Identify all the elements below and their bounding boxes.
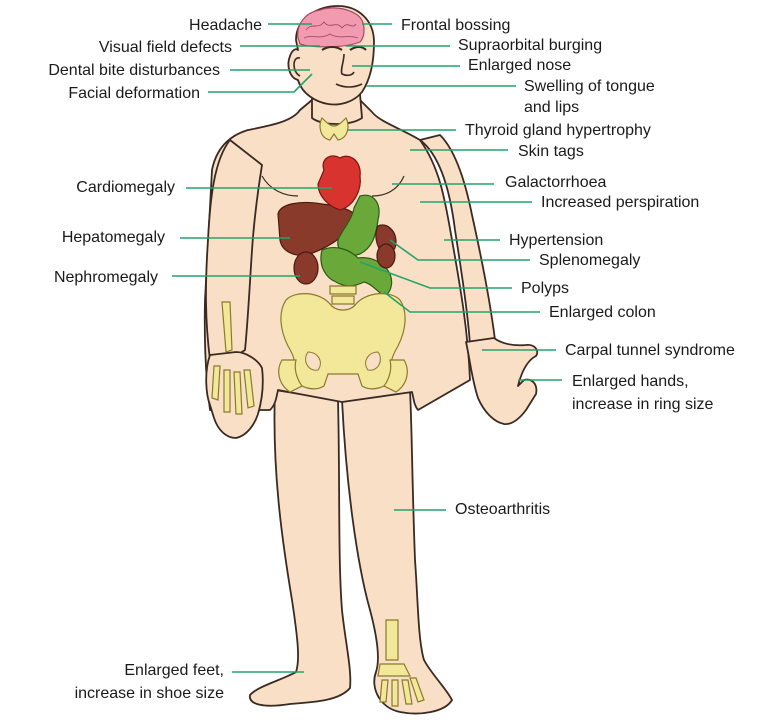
human-body-figure xyxy=(205,6,538,714)
label-enlarged-hands-line1: Enlarged hands, xyxy=(572,373,689,390)
label-hepatomegaly: Hepatomegaly xyxy=(62,229,165,246)
label-enlarged-nose: Enlarged nose xyxy=(468,57,571,74)
label-cardiomegaly: Cardiomegaly xyxy=(76,179,175,196)
label-carpal-tunnel-syndrome: Carpal tunnel syndrome xyxy=(565,342,735,359)
label-hypertension: Hypertension xyxy=(509,232,603,249)
label-headache: Headache xyxy=(189,17,262,34)
label-increased-perspiration: Increased perspiration xyxy=(541,194,699,211)
label-enlarged-feet-line2: increase in shoe size xyxy=(75,685,225,702)
kidney-right xyxy=(377,244,395,268)
label-visual-field-defects: Visual field defects xyxy=(99,39,232,56)
label-nephromegaly: Nephromegaly xyxy=(54,269,158,286)
label-splenomegaly: Splenomegaly xyxy=(539,252,640,269)
kidney-left xyxy=(294,252,318,284)
label-galactorrhoea: Galactorrhoea xyxy=(505,174,606,191)
label-enlarged-feet-line1: Enlarged feet, xyxy=(124,662,224,679)
label-enlarged-colon: Enlarged colon xyxy=(549,304,656,321)
label-thyroid-gland-hypertrophy: Thyroid gland hypertrophy xyxy=(465,122,651,139)
label-swelling-tongue-line2: and lips xyxy=(524,99,579,116)
label-dental-bite-disturbances: Dental bite disturbances xyxy=(48,62,220,79)
label-supraorbital-burging: Supraorbital burging xyxy=(458,37,602,54)
label-facial-deformation: Facial deformation xyxy=(68,85,200,102)
brain xyxy=(298,8,364,47)
label-enlarged-hands-line2: increase in ring size xyxy=(572,396,714,413)
right-hand xyxy=(466,338,537,424)
left-leg xyxy=(250,390,351,706)
label-osteoarthritis: Osteoarthritis xyxy=(455,501,550,518)
label-skin-tags: Skin tags xyxy=(518,143,584,160)
label-polyps: Polyps xyxy=(521,280,569,297)
label-swelling-tongue-line1: Swelling of tongue xyxy=(524,78,655,95)
label-frontal-bossing: Frontal bossing xyxy=(401,17,510,34)
